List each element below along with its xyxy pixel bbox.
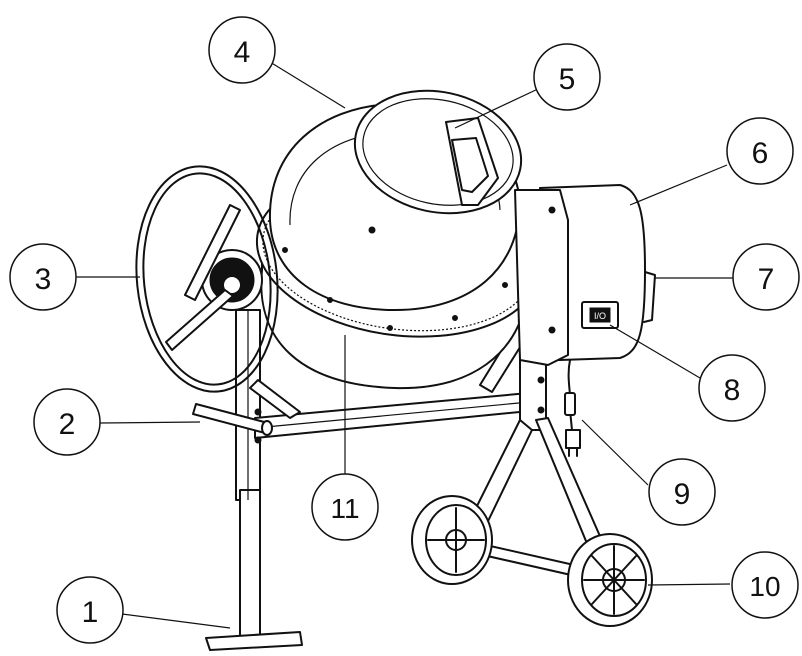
wheel-left xyxy=(411,495,493,585)
callout-6: 6 xyxy=(726,117,794,185)
motor-housing: I/O xyxy=(514,184,656,366)
callout-9: 9 xyxy=(648,458,716,526)
callout-7: 7 xyxy=(732,243,800,311)
callout-4: 4 xyxy=(208,16,276,84)
callout-7-label: 7 xyxy=(758,263,775,296)
callout-2: 2 xyxy=(33,388,101,456)
switch-label: I/O xyxy=(594,311,606,321)
drum xyxy=(255,89,541,390)
callout-1: 1 xyxy=(56,576,124,644)
mixing-paddle xyxy=(445,117,499,206)
callout-3-label: 3 xyxy=(35,263,52,296)
callout-3: 3 xyxy=(9,243,77,311)
callout-1-label: 1 xyxy=(82,596,99,629)
power-cable xyxy=(564,359,581,457)
callout-2-label: 2 xyxy=(59,408,76,441)
callout-4-label: 4 xyxy=(234,36,251,69)
rear-leg xyxy=(205,309,303,651)
frame-crossbar xyxy=(254,391,541,444)
callout-8: 8 xyxy=(698,354,766,422)
callout-10: 10 xyxy=(731,551,799,619)
side-handle xyxy=(192,403,273,436)
wheel-right xyxy=(567,533,653,627)
callout-5: 5 xyxy=(533,43,601,111)
callout-6-label: 6 xyxy=(752,137,769,170)
callout-11: 11 xyxy=(311,473,379,541)
hand-wheel xyxy=(135,165,279,393)
callout-5-label: 5 xyxy=(559,63,576,96)
callout-10-label: 10 xyxy=(749,571,780,602)
callout-9-label: 9 xyxy=(674,478,691,511)
leader-lines xyxy=(75,61,733,629)
callout-8-label: 8 xyxy=(724,374,741,407)
callout-11-label: 11 xyxy=(330,493,359,524)
